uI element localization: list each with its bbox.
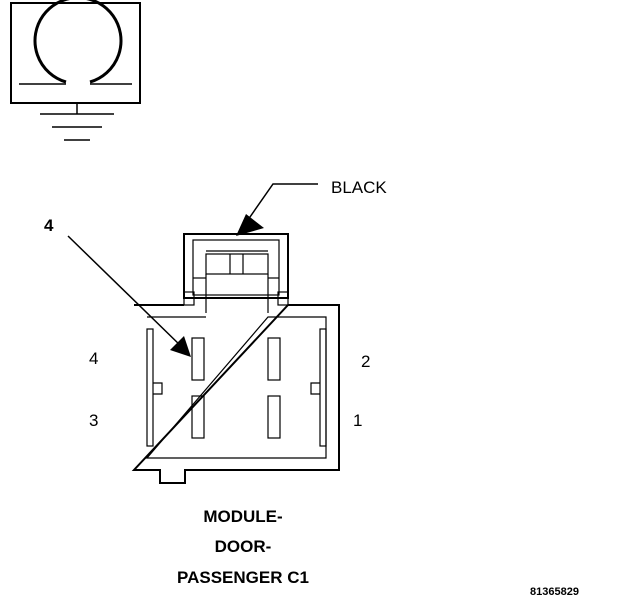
connector-title-line-2: DOOR- [215, 537, 272, 556]
pin-label-1: 1 [353, 411, 362, 430]
connector-face-icon [10, 0, 141, 114]
color-callout-label: BLACK [331, 178, 387, 197]
connector-housing [131, 233, 340, 484]
terminal-cavity-2 [267, 337, 281, 381]
terminal-cavity-1 [267, 395, 281, 439]
ground-symbol-icon [40, 113, 114, 141]
terminal-cavity-4 [191, 337, 205, 381]
connector-title-line-3: PASSENGER C1 [177, 568, 309, 587]
pin-pointer-label: 4 [44, 216, 54, 235]
color-callout-leader [236, 183, 318, 236]
pin-label-3: 3 [89, 411, 98, 430]
pin-label-2: 2 [361, 352, 370, 371]
pin-pointer-leader [67, 235, 191, 357]
figure-id: 81365829 [530, 586, 579, 598]
connector-title-line-1: MODULE- [203, 507, 282, 526]
terminal-cavity-3 [191, 395, 205, 439]
pin-label-4: 4 [89, 349, 98, 368]
